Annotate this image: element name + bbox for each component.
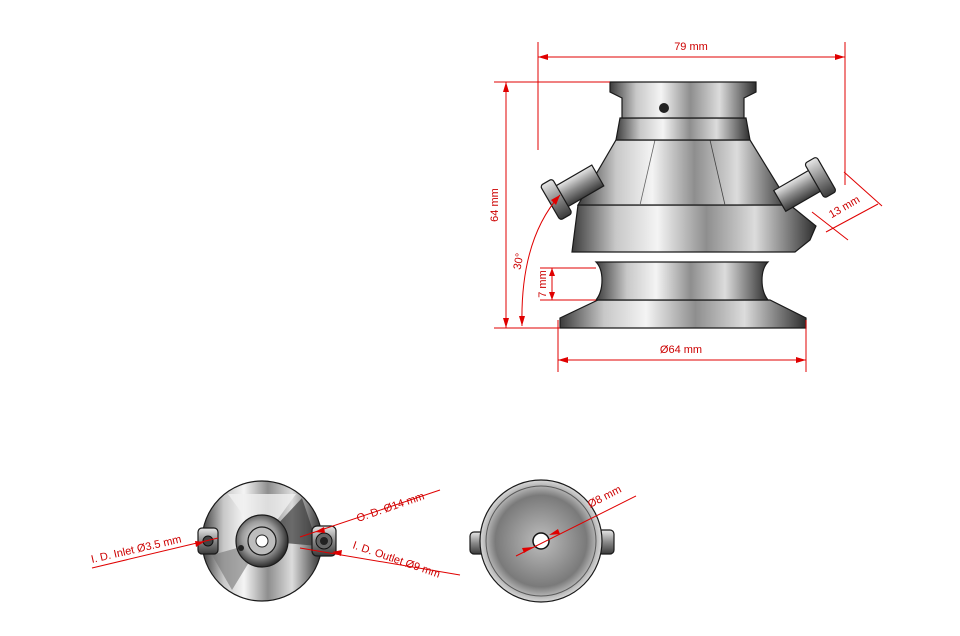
angle-arrow-top — [551, 195, 560, 205]
angle-arc — [521, 194, 561, 327]
main-body — [571, 204, 817, 253]
bore-arrow-1 — [522, 547, 533, 553]
top-view-small-hole — [238, 545, 244, 551]
outlet-port — [311, 525, 337, 557]
shoulder-facet-2 — [709, 139, 726, 206]
upper-collar — [615, 117, 751, 141]
inlet-port — [197, 527, 219, 555]
top-view-bore — [255, 534, 269, 548]
height-arrow-bottom — [503, 318, 509, 328]
port-angle-label: 30° — [512, 252, 527, 270]
shoulder-facet-1 — [639, 139, 656, 206]
base-flange — [559, 299, 807, 329]
flange-height-label: 7 mm — [537, 270, 549, 298]
port-od-label: O. D. Ø14 mm — [355, 490, 426, 524]
bottom-bore-label: Ø8 mm — [586, 484, 624, 511]
base-diameter-label: Ø64 mm — [660, 344, 702, 356]
top-view: I. D. Inlet Ø3.5 mm O. D. Ø14 mm I. D. O… — [90, 480, 461, 602]
outlet-id-label: I. D. Outlet Ø9 mm — [351, 539, 442, 580]
angle-arrow-bottom — [519, 316, 525, 326]
bottom-view: Ø8 mm — [469, 479, 637, 603]
port-length-label: 13 mm — [827, 194, 862, 221]
height-arrow-top — [503, 82, 509, 92]
bottom-view-rim — [485, 485, 597, 597]
conical-shoulder — [576, 139, 792, 206]
width-arrow-left — [538, 54, 548, 60]
side-view: 79 mm 64 mm 30° 7 mm 13 mm Ø64 mm — [489, 41, 883, 372]
flange-arrow-top — [549, 268, 555, 276]
top-clamp-ring — [609, 81, 757, 119]
top-ring-hole — [659, 103, 669, 113]
port-dim-line — [825, 203, 879, 233]
outlet-leader — [299, 547, 461, 576]
base-arrow-left — [558, 357, 568, 363]
bore-leader — [515, 495, 637, 557]
width-arrow-right — [835, 54, 845, 60]
od-arrow — [315, 527, 325, 533]
port-ext-2 — [843, 171, 883, 207]
outlet-arrow — [332, 550, 342, 556]
right-port — [772, 157, 837, 213]
flange-neck — [594, 261, 770, 301]
inlet-arrow — [195, 541, 204, 547]
port-ext-1 — [811, 211, 849, 241]
overall-width-label: 79 mm — [674, 41, 708, 53]
base-arrow-right — [796, 357, 806, 363]
bore-arrow-2 — [549, 529, 560, 535]
overall-height-label: 64 mm — [489, 188, 501, 222]
flange-arrow-bottom — [549, 292, 555, 300]
